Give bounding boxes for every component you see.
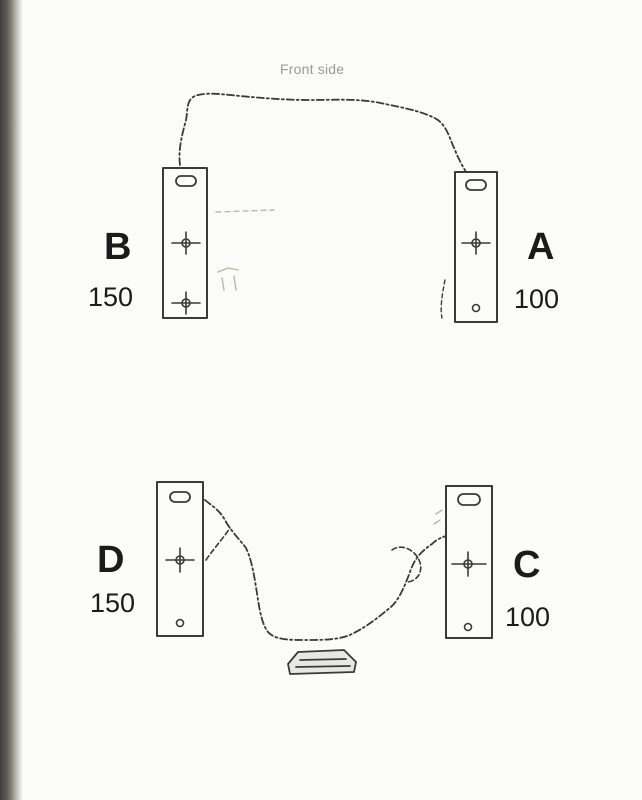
bracket-d-letter: D (97, 539, 125, 581)
bracket-b-value: 150 (88, 282, 134, 312)
bracket-b-letter: B (104, 226, 132, 268)
bracket-b-plate (162, 167, 208, 319)
bottom-cable-stub (205, 527, 231, 561)
front-side-caption: Front side (280, 61, 345, 77)
bracket-a-letter: A (527, 226, 555, 268)
bracket-c-plate (445, 485, 493, 639)
top-cable (178, 92, 467, 173)
bracket-c-marks (433, 509, 443, 525)
cable-saddle (287, 649, 357, 675)
bracket-d-plate (156, 481, 204, 637)
scan-edge (0, 0, 22, 800)
top-cable-tail (440, 279, 446, 319)
bracket-d-value: 150 (90, 588, 136, 618)
bracket-c-value: 100 (505, 602, 551, 632)
bottom-cable (204, 499, 447, 641)
bracket-a-plate (454, 171, 498, 323)
bracket-b-marks (215, 209, 275, 291)
bracket-a-value: 100 (514, 284, 560, 314)
bottom-cable-loop (391, 546, 422, 583)
bracket-c-letter: C (513, 544, 541, 586)
